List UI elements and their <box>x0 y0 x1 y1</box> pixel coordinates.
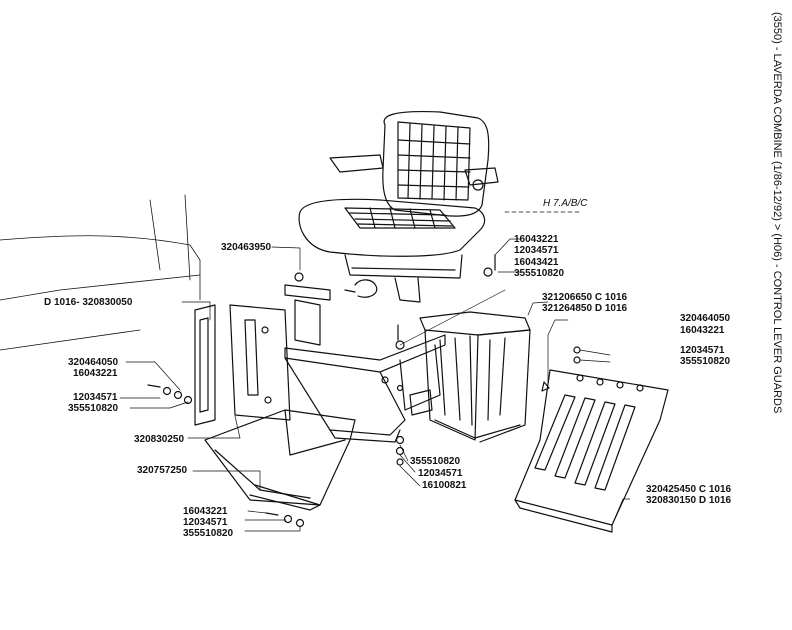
part-label-12034571-left: 12034571 <box>73 392 118 403</box>
cab-outline <box>0 194 201 351</box>
part-label-320464050-left: 320464050 <box>68 357 119 368</box>
part-label-320463950: 320463950 <box>221 242 272 253</box>
part-label-16043221-left: 16043221 <box>73 368 118 379</box>
part-label-320830050: D 1016- 320830050 <box>44 297 133 308</box>
diagram-title-text: (3550) - LAVERDA COMBINE (1/86-12/92) > … <box>771 12 783 414</box>
part-label-12034571-center: 12034571 <box>418 468 463 479</box>
reference-code: H 7.A/B/C <box>543 198 588 209</box>
right-bracket <box>419 311 531 443</box>
part-label-16043221-bottom: 16043221 <box>183 506 228 517</box>
part-label-12034571-right: 12034571 <box>680 345 725 356</box>
part-label-320464050-right: 320464050 <box>680 313 731 324</box>
part-label-16100821: 16100821 <box>422 480 467 491</box>
part-label-16043221-right: 16043221 <box>680 325 725 336</box>
part-label-355510820-right: 355510820 <box>680 356 731 367</box>
part-label-320830250: 320830250 <box>134 434 185 445</box>
part-label-16043221: 16043221 <box>514 234 559 245</box>
part-label-320425450: 320425450 C 1016 <box>646 484 732 495</box>
fasteners <box>147 254 581 528</box>
leader-lines <box>119 211 631 532</box>
center-support-frame <box>284 284 446 443</box>
part-label-320757250: 320757250 <box>137 465 188 476</box>
part-label-355510820-left: 355510820 <box>68 403 119 414</box>
part-label-355510820-center: 355510820 <box>410 456 461 467</box>
part-label-12034571-bottom: 12034571 <box>183 517 228 528</box>
part-label-355510820-bottom: 355510820 <box>183 528 234 539</box>
part-label-12034571: 12034571 <box>514 245 559 256</box>
part-label-321264850: 321264850 D 1016 <box>542 303 628 314</box>
diagram-title: (3550) - LAVERDA COMBINE (1/86-12/92) > … <box>771 12 785 432</box>
left-vertical-plate <box>194 304 291 426</box>
part-label-321206650: 321206650 C 1016 <box>542 292 628 303</box>
right-cover-plate <box>514 369 669 533</box>
part-label-320830150: 320830150 D 1016 <box>646 495 732 506</box>
part-label-355510820: 355510820 <box>514 268 565 279</box>
lower-tray <box>204 409 356 511</box>
operator-seat <box>298 110 499 303</box>
part-label-16043421: 16043421 <box>514 257 559 268</box>
